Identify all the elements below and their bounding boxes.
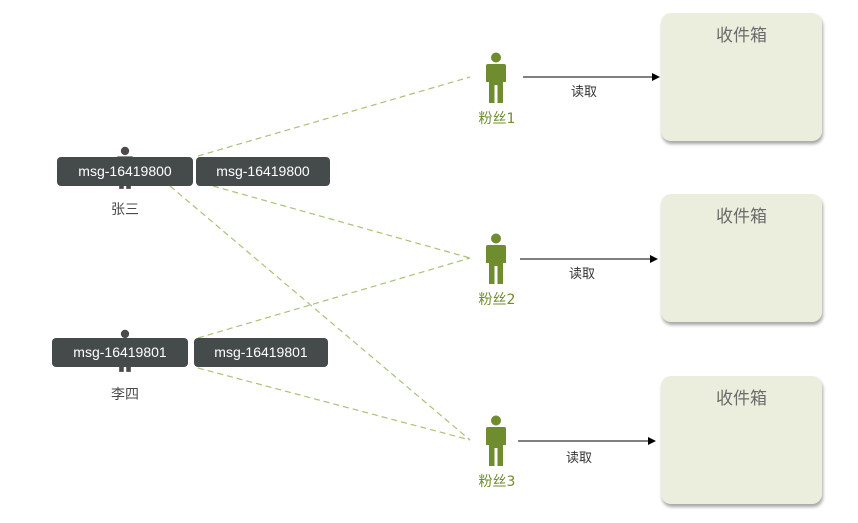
fan-label-3: 粉丝3	[478, 474, 516, 490]
inbox-fan2: 收件箱	[661, 194, 822, 322]
push-line-lisi-fan3	[197, 367, 471, 441]
person-icon	[486, 233, 506, 284]
push-line-lisi-fan2	[197, 257, 471, 339]
fan-label-2: 粉丝2	[478, 292, 516, 308]
read-label-3: 读取	[565, 451, 592, 466]
inbox-fan1: 收件箱	[661, 13, 822, 141]
inbox-title: 收件箱	[716, 26, 767, 46]
person-icon	[486, 415, 506, 466]
user-label-lisi: 李四	[111, 387, 139, 403]
user-label-zhangsan: 张三	[111, 202, 139, 218]
push-line-zhangsan-fan2	[212, 185, 471, 259]
push-line-zhangsan-fan3	[169, 185, 471, 441]
read-label-1: 读取	[570, 85, 597, 100]
fan-label-1: 粉丝1	[478, 111, 516, 127]
read-label-2: 读取	[568, 267, 595, 282]
message-tag: msg-16419801	[52, 338, 188, 367]
message-tag: msg-16419801	[194, 338, 328, 367]
inbox-title: 收件箱	[716, 207, 767, 227]
inbox-title: 收件箱	[716, 389, 767, 409]
message-tag: msg-16419800	[57, 157, 193, 186]
inbox-fan3: 收件箱	[661, 376, 822, 504]
person-icon	[486, 52, 506, 103]
message-tag: msg-16419800	[196, 157, 330, 186]
push-line-zhangsan-fan1	[197, 76, 471, 157]
